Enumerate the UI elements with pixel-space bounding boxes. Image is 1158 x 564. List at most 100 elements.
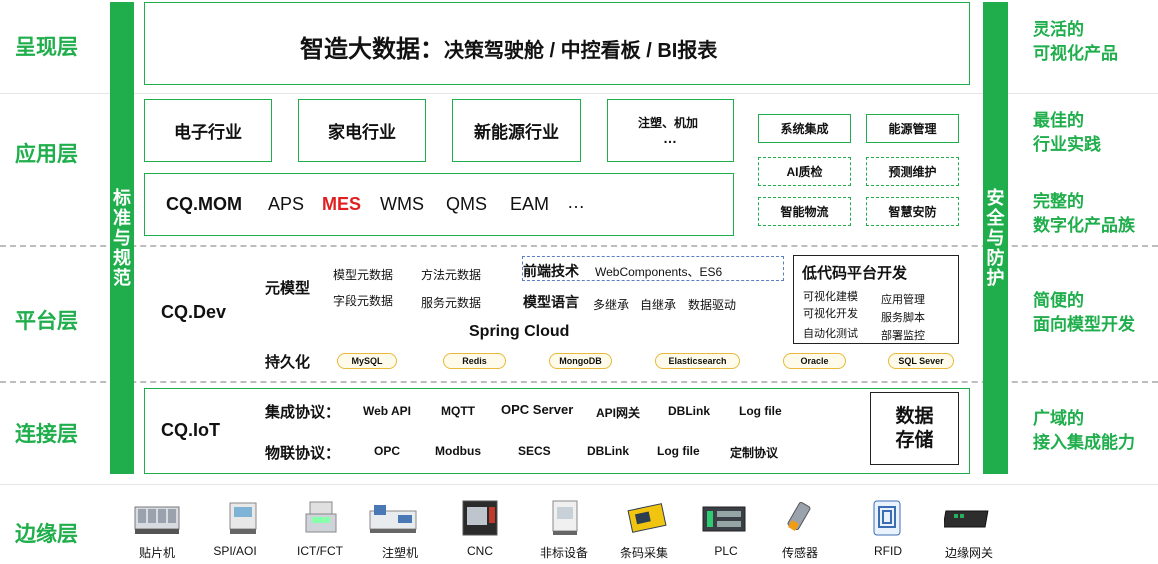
presentation-box (144, 2, 970, 85)
mom-item-more: … (567, 192, 585, 212)
layer-label-platform: 平台层 (15, 310, 78, 333)
separator-platform (0, 381, 1158, 383)
meta-item: 字段元数据 (333, 294, 394, 308)
model-language-item: 多继承 (593, 298, 630, 312)
iot-protocol-label: 物联协议： (265, 445, 341, 462)
injection-molding-icon (369, 505, 417, 533)
right-label-line: 可视化产品 (1033, 44, 1118, 63)
right-label-connection: 广域的 接入集成能力 (1033, 407, 1135, 455)
model-language-item: 自继承 (640, 298, 677, 312)
lowcode-item: 部署监控 (881, 330, 925, 342)
layer-label-connection: 连接层 (15, 423, 78, 446)
standards-bar-char: 规 (113, 248, 131, 268)
nonstandard-equipment-icon (552, 500, 578, 535)
module-smart-logistics: 智能物流 (758, 197, 851, 226)
standards-bar-char: 与 (113, 228, 131, 248)
db-redis: Redis (443, 353, 506, 369)
db-label: MongoDB (559, 356, 602, 366)
db-label: SQL Sever (898, 356, 944, 366)
iot-box (144, 388, 970, 474)
right-label-line: 简便的 (1033, 291, 1084, 310)
device-label: 条码采集 (619, 546, 668, 560)
presentation-title-main: 智造大数据： (300, 36, 444, 63)
iot-brand: CQ.IoT (161, 420, 220, 440)
integration-protocol-item: Web API (363, 404, 412, 418)
right-label-line: 行业实践 (1033, 135, 1101, 154)
security-bar-char: 安 (986, 188, 1005, 208)
lowcode-item: 可视化建模 (803, 291, 858, 303)
lowcode-box (793, 255, 959, 344)
db-mongodb: MongoDB (549, 353, 612, 369)
lowcode-item: 可视化开发 (803, 308, 858, 320)
integration-protocol-item: API网关 (596, 406, 641, 420)
meta-item: 模型元数据 (333, 268, 394, 282)
db-elasticsearch: Elasticsearch (655, 353, 740, 369)
module-ai-inspection: AI质检 (758, 157, 851, 186)
model-language-item: 数据驱动 (688, 298, 737, 312)
module-label: AI质检 (786, 165, 823, 179)
right-label-line: 面向模型开发 (1033, 315, 1135, 334)
lowcode-title: 低代码平台开发 (802, 265, 908, 282)
smt-machine-icon (134, 506, 180, 534)
right-label-line: 灵活的 (1033, 20, 1084, 39)
frontend-label: 前端技术 (523, 263, 579, 279)
edge-gateway-icon (944, 510, 989, 528)
separator-presentation (0, 93, 1158, 94)
db-sqlserver: SQL Sever (888, 353, 954, 369)
plc-icon (702, 506, 746, 532)
layer-label-presentation: 呈现层 (15, 36, 78, 59)
industry-electronics: 电子行业 (144, 99, 272, 162)
device-label: RFID (874, 544, 902, 558)
device-label: 非标设备 (539, 546, 588, 560)
rfid-icon (873, 500, 901, 536)
layer-label-application: 应用层 (15, 143, 78, 166)
standards-bar-char: 范 (113, 268, 131, 288)
mom-brand: CQ.MOM (166, 194, 242, 214)
db-oracle: Oracle (783, 353, 846, 369)
security-bar: 安 全 与 防 护 (983, 2, 1008, 474)
industry-label: 家电行业 (328, 123, 396, 142)
module-label: 预测维护 (888, 165, 937, 179)
industry-label: 新能源行业 (474, 123, 559, 142)
industry-new-energy: 新能源行业 (452, 99, 581, 162)
integration-protocol-item: Log file (739, 404, 782, 418)
integration-protocol-item: OPC Server (501, 402, 574, 417)
frontend-box (522, 256, 784, 281)
barcode-scanner-icon (627, 503, 667, 533)
lowcode-item: 服务脚本 (881, 312, 925, 324)
presentation-title-sub: 决策驾驶舱 / 中控看板 / BI报表 (444, 40, 718, 62)
device-label: 贴片机 (138, 546, 175, 560)
iot-protocol-item: 定制协议 (730, 446, 779, 460)
persistence-label: 持久化 (265, 354, 311, 371)
mom-box (144, 173, 734, 236)
security-bar-char: 全 (986, 208, 1005, 228)
right-label-line: 广域的 (1033, 409, 1084, 428)
device-label: 注塑机 (381, 546, 418, 560)
security-bar-char: 护 (986, 268, 1005, 288)
module-system-integration: 系统集成 (758, 114, 851, 143)
lowcode-item: 自动化测试 (803, 328, 858, 340)
meta-model-label: 元模型 (265, 280, 311, 297)
cnc-icon (462, 500, 498, 536)
right-label-line: 接入集成能力 (1033, 433, 1135, 452)
industry-more: 注塑、机加 … (607, 99, 734, 162)
module-label: 智能物流 (780, 205, 829, 219)
data-storage-line: 存储 (895, 429, 934, 451)
right-label-line: 数字化产品族 (1033, 216, 1135, 235)
industry-more-line2: … (663, 130, 677, 146)
mom-item-qms: QMS (446, 194, 488, 214)
separator-connection (0, 484, 1158, 485)
data-storage-line: 数据 (895, 405, 934, 427)
layer-label-edge: 边缘层 (15, 523, 78, 546)
standards-bar-char: 标 (113, 188, 131, 208)
dev-brand: CQ.Dev (161, 302, 227, 322)
module-label: 智慧安防 (888, 205, 937, 219)
device-label: ICT/FCT (297, 544, 343, 558)
device-label: 边缘网关 (944, 546, 993, 560)
db-mysql: MySQL (337, 353, 397, 369)
meta-item: 方法元数据 (421, 268, 482, 282)
iot-protocol-item: Log file (657, 444, 700, 458)
mom-item-wms: WMS (380, 194, 424, 214)
device-label: SPI/AOI (213, 544, 257, 558)
security-bar-char: 防 (986, 248, 1005, 268)
